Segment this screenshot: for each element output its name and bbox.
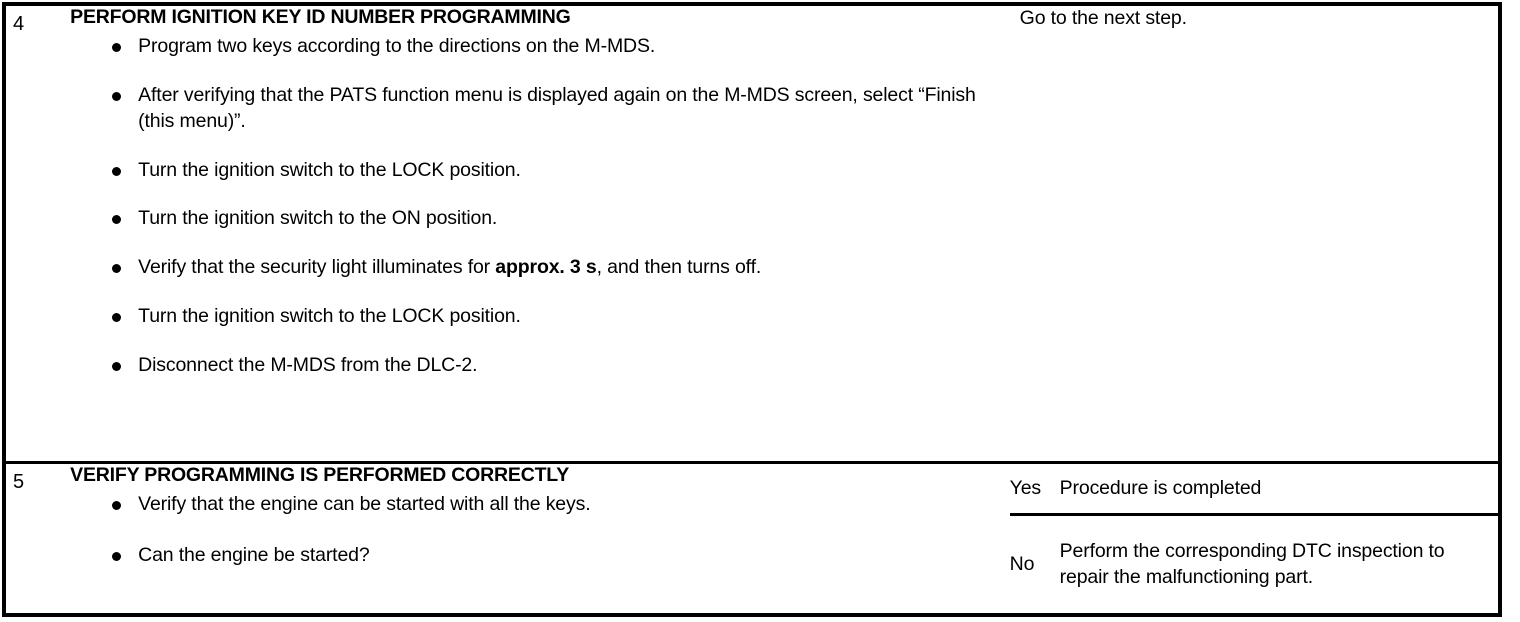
list-item: Disconnect the M-MDS from the DLC-2. bbox=[70, 353, 1010, 379]
list-item: Verify that the engine can be started wi… bbox=[70, 492, 1010, 518]
diagnostic-procedure-table: 4 PERFORM IGNITION KEY ID NUMBER PROGRAM… bbox=[2, 2, 1502, 617]
list-item: Turn the ignition switch to the ON posit… bbox=[70, 206, 1010, 232]
bullet-dot-icon bbox=[112, 43, 122, 53]
step-number-cell-5: 5 bbox=[4, 461, 71, 615]
bullet-dot-icon bbox=[112, 264, 122, 274]
bullet-dot-icon bbox=[112, 215, 122, 225]
yes-result-row: Yes Procedure is completed bbox=[1010, 464, 1498, 515]
bullet-text: Verify that the engine can be started wi… bbox=[138, 493, 591, 516]
yes-result-text: Procedure is completed bbox=[1059, 476, 1262, 499]
table-row-step-4: 4 PERFORM IGNITION KEY ID NUMBER PROGRAM… bbox=[4, 4, 1500, 463]
bullet-text-tail: , and then turns off. bbox=[596, 256, 762, 279]
bullet-text: Turn the ignition switch to the ON posit… bbox=[138, 207, 498, 230]
no-label: No bbox=[1009, 513, 1060, 613]
bullet-dot-icon bbox=[112, 552, 122, 562]
bullet-dot-icon bbox=[112, 166, 122, 176]
bullet-dot-icon bbox=[112, 92, 122, 102]
list-item: After verifying that the PATS function m… bbox=[70, 83, 1010, 134]
bullet-text: After verifying that the PATS function m… bbox=[138, 84, 976, 132]
no-result-text: Perform the corresponding DTC inspection… bbox=[1059, 513, 1498, 613]
step-number-5: 5 bbox=[13, 471, 25, 493]
step-number-cell-4: 4 bbox=[4, 4, 70, 463]
list-item: Turn the ignition switch to the LOCK pos… bbox=[70, 158, 1010, 184]
no-result-row: No Perform the corresponding DTC inspect… bbox=[1009, 513, 1498, 613]
bullet-dot-icon bbox=[112, 312, 122, 322]
step-5-bullet-list: Verify that the engine can be started wi… bbox=[70, 492, 1010, 568]
step-4-result-cell: Go to the next step. bbox=[1010, 4, 1500, 463]
list-item: Program two keys according to the direct… bbox=[70, 34, 1010, 60]
bullet-text-emphasis: approx. 3 s bbox=[495, 256, 597, 279]
bullet-text: Turn the ignition switch to the LOCK pos… bbox=[138, 158, 521, 181]
step-body-cell-5: VERIFY PROGRAMMING IS PERFORMED CORRECTL… bbox=[70, 461, 1010, 615]
bullet-dot-icon bbox=[112, 501, 122, 511]
yes-label: Yes bbox=[1009, 476, 1042, 499]
step-4-result-text: Go to the next step. bbox=[1019, 7, 1187, 29]
list-item: Verify that the security light illuminat… bbox=[70, 255, 1010, 281]
bullet-text: Turn the ignition switch to the LOCK pos… bbox=[138, 304, 521, 327]
step-body-cell-4: PERFORM IGNITION KEY ID NUMBER PROGRAMMI… bbox=[70, 4, 1010, 463]
step-number-4: 4 bbox=[13, 13, 25, 35]
bullet-text: Can the engine be started? bbox=[138, 544, 370, 567]
bullet-dot-icon bbox=[112, 361, 122, 371]
step-5-result-cell: Yes Procedure is completed No Perform th… bbox=[1009, 461, 1500, 615]
bullet-text: Program two keys according to the direct… bbox=[138, 35, 656, 58]
step-title-4: PERFORM IGNITION KEY ID NUMBER PROGRAMMI… bbox=[70, 6, 571, 28]
step-4-bullet-list: Program two keys according to the direct… bbox=[70, 34, 1010, 378]
yes-no-result-table: Yes Procedure is completed No Perform th… bbox=[1009, 464, 1498, 613]
bullet-text: Verify that the security light illuminat… bbox=[138, 256, 496, 279]
table-row-step-5: 5 VERIFY PROGRAMMING IS PERFORMED CORREC… bbox=[4, 461, 1500, 615]
list-item: Can the engine be started? bbox=[70, 543, 1010, 569]
list-item: Turn the ignition switch to the LOCK pos… bbox=[70, 304, 1010, 330]
bullet-text: Disconnect the M-MDS from the DLC-2. bbox=[138, 353, 478, 376]
step-title-5: VERIFY PROGRAMMING IS PERFORMED CORRECTL… bbox=[70, 464, 570, 486]
